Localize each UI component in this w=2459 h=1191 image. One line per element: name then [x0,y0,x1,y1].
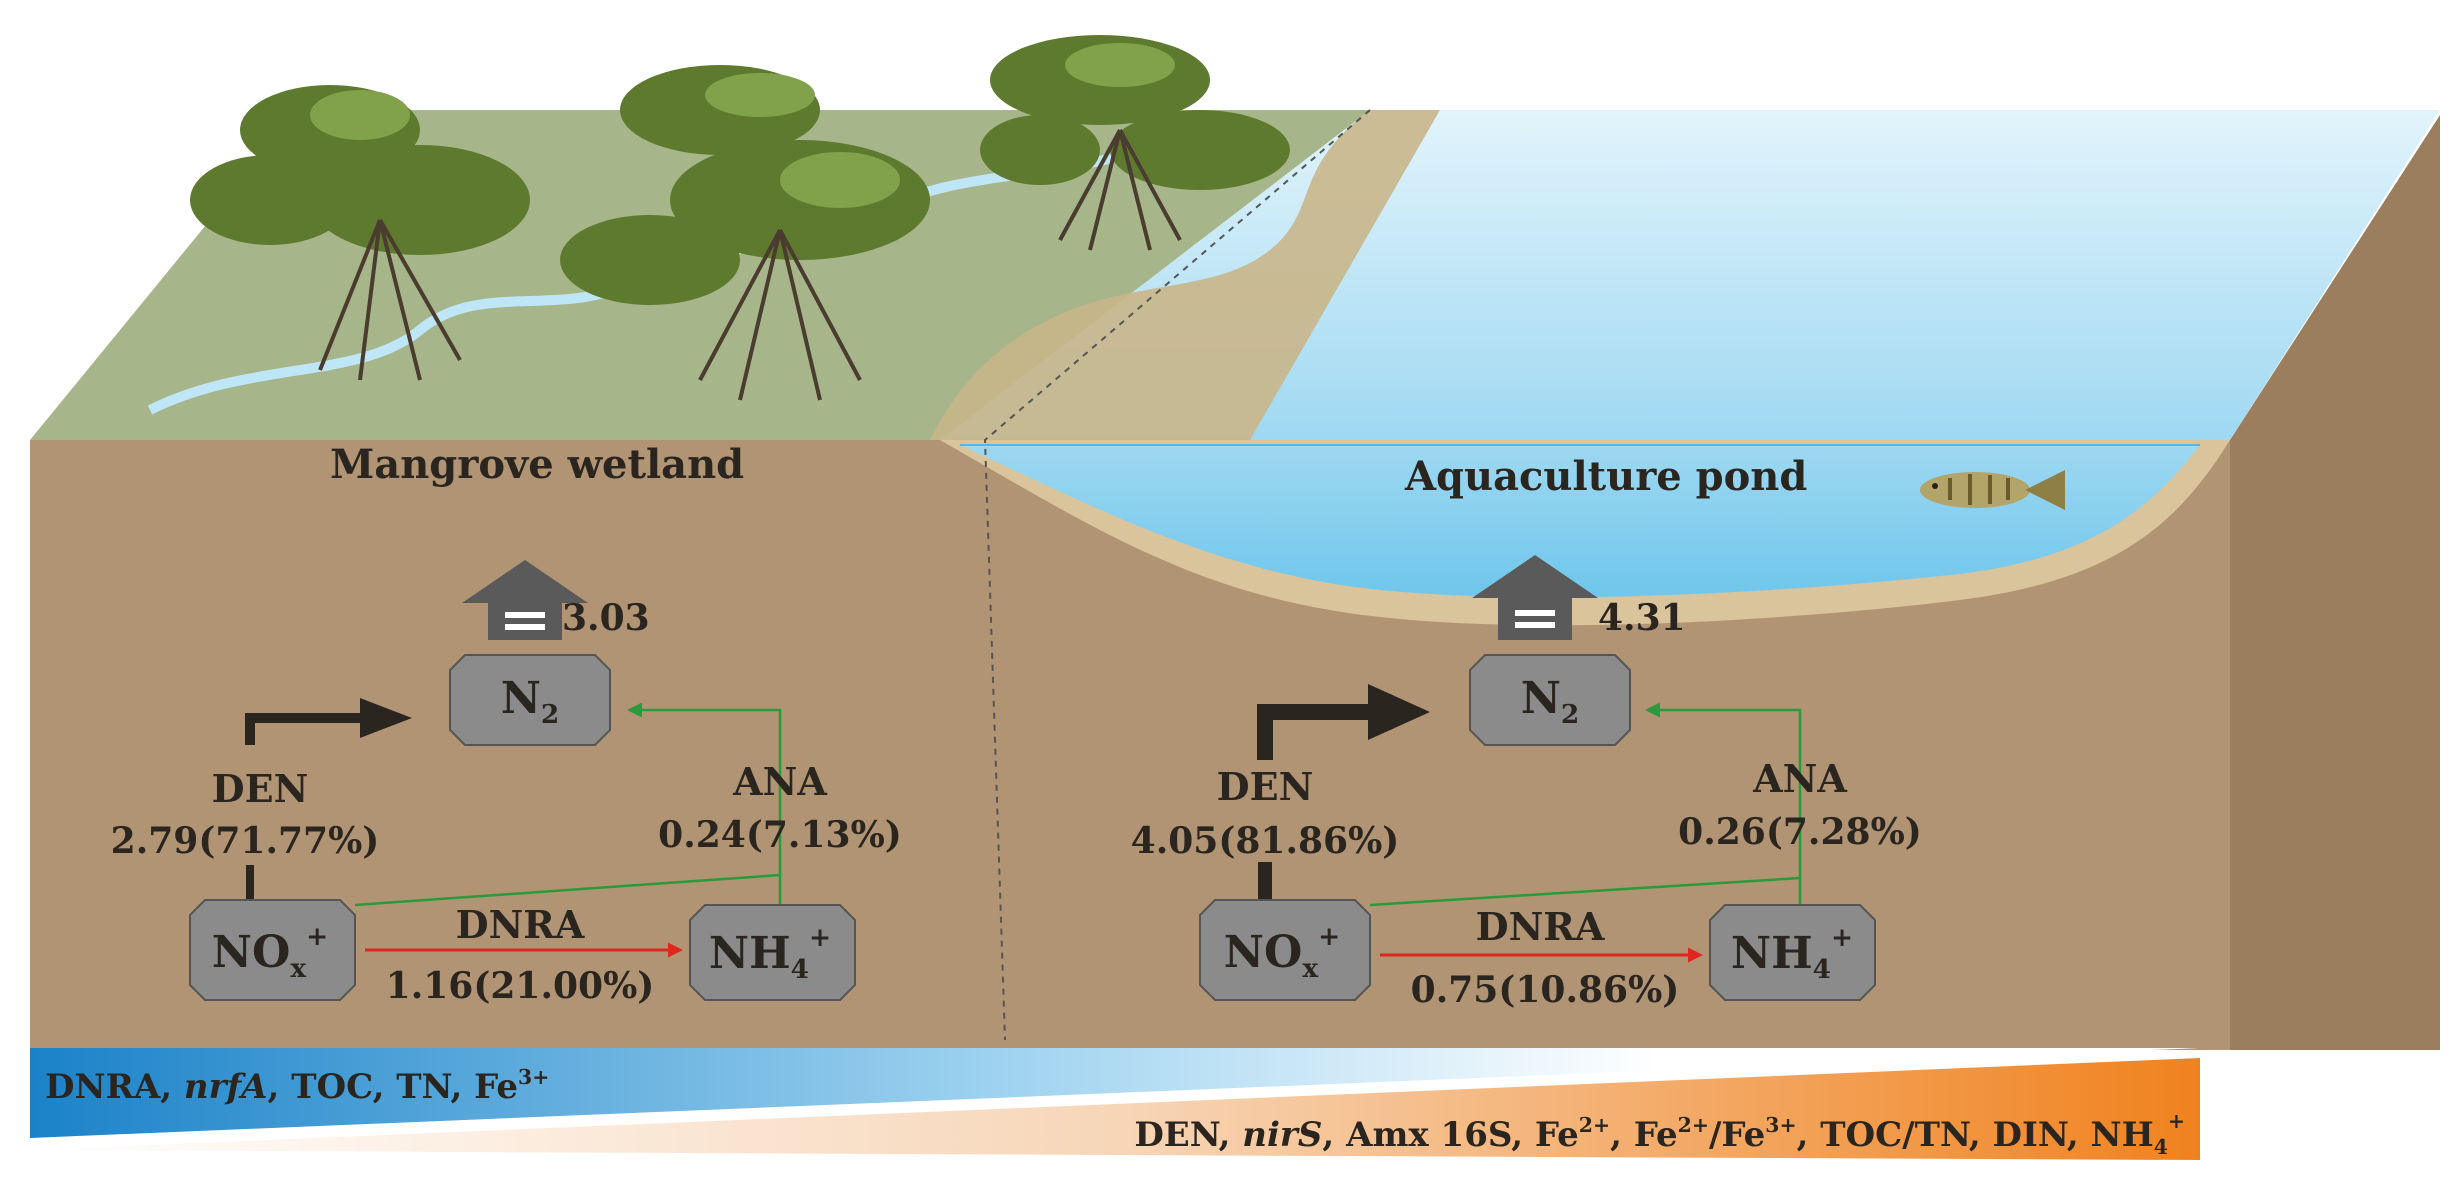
mangrove-den-value: 2.79(71.77%) [111,820,380,862]
region-divider [983,109,1371,1041]
mangrove-n2-flux: 3.03 [562,597,650,639]
mangrove-ana-name: ANA [732,759,827,804]
aquaculture-ana-arrow [1645,702,1802,905]
mangrove-nox-label: NOx+ [212,921,328,984]
aquaculture-nh4-node [1709,904,1876,1001]
aquaculture-n2-flux: 4.31 [1598,597,1686,639]
mangrove-den-arrow [245,713,360,745]
mangrove-den-arrowhead [360,698,412,738]
soil-side-face [2230,115,2440,1050]
aquaculture-nox-node [1199,899,1371,1001]
aquaculture-n2-node [1469,654,1631,746]
mangrove-gradient-wedge [30,1048,2200,1138]
mangrove-ana-arrow [627,702,782,905]
aquaculture-den-name: DEN [1217,764,1314,809]
aquaculture-den-arrowhead [1368,684,1430,740]
aquaculture-ana-name: ANA [1752,756,1847,801]
aquaculture-ana-link [1369,876,1801,907]
mangrove-dnra-name: DNRA [456,902,585,947]
aquaculture-n2-label: N2 [1521,673,1580,730]
mangrove-n2-emission-arrow [462,560,588,640]
aquaculture-nox-label: NOx+ [1224,921,1340,984]
mangrove-n2-label: N2 [501,673,560,730]
aquaculture-gradient-wedge [30,1058,2200,1160]
mangrove-ana-link [354,873,781,907]
aquaculture-n2-emission-arrow [1472,555,1598,640]
aquaculture-den-value: 4.05(81.86%) [1131,820,1400,862]
mangrove-tree-illustration [190,35,1290,401]
pond-water [960,445,2200,598]
mangrove-den-name: DEN [212,766,309,811]
aquaculture-title: Aquaculture pond [1404,453,1807,500]
mangrove-nh4-label: NH4+ [709,922,831,985]
aquaculture-gradient-label: DEN, nirS, Amx 16S, Fe2+, Fe2+/Fe3+, TOC… [1134,1109,2185,1159]
aquaculture-dnra-value: 0.75(10.86%) [1411,969,1680,1011]
mangrove-title: Mangrove wetland [330,441,744,488]
mangrove-nh4-node [689,904,856,1001]
mangrove-n2-node [449,654,611,746]
gradient-divider [29,1050,2201,1147]
mangrove-ana-value: 0.24(7.13%) [658,814,902,856]
aquaculture-nh4-label: NH4+ [1731,922,1853,985]
mangrove-dnra-value: 1.16(21.00%) [386,965,655,1007]
aquaculture-dnra-name: DNRA [1476,904,1605,949]
aquaculture-ana-value: 0.26(7.28%) [1678,811,1922,853]
fish-icon [1920,470,2065,510]
shoreline [930,110,1440,440]
mangrove-nox-node [189,899,356,1001]
aquaculture-den-arrow [1257,704,1370,760]
mangrove-gradient-label: DNRA, nrfA, TOC, TN, Fe3+ [45,1065,549,1107]
